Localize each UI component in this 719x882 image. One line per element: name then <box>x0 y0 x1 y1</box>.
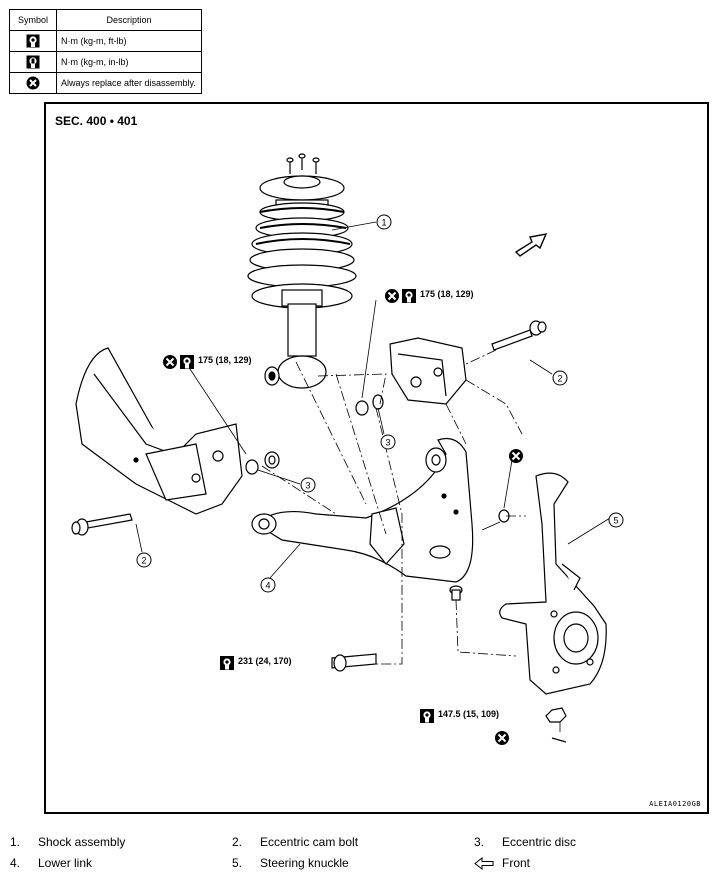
part-name: Lower link <box>38 856 93 870</box>
legend-row: N·m (kg-m, in-lb) <box>9 51 202 73</box>
legend-header-description: Description <box>56 9 202 31</box>
callout-5: 5 <box>608 512 624 528</box>
replace-x-icon <box>162 354 178 370</box>
bracket-right <box>389 337 467 405</box>
torque-wrench-icon <box>26 34 40 48</box>
part-name: Steering knuckle <box>260 856 349 870</box>
legend-row: N·m (kg-m, ft-lb) <box>9 30 202 52</box>
part-number: 3. <box>474 835 485 849</box>
ball-joint-nut <box>545 707 567 743</box>
part-number: 5. <box>232 856 243 870</box>
legend-header-symbol: Symbol <box>9 9 57 31</box>
part-name: Shock assembly <box>38 835 126 849</box>
section-label: SEC. 400 • 401 <box>55 114 138 128</box>
part-number: 1. <box>10 835 21 849</box>
symbol-legend-table: Symbol Description N·m (kg-m, ft-lb) N·m… <box>9 9 202 94</box>
replace-x-icon <box>26 76 40 90</box>
callout-3-left: 3 <box>300 477 316 493</box>
callout-3-right: 3 <box>380 434 396 450</box>
replace-x-icon <box>384 288 400 304</box>
replace-x-icon <box>508 448 524 464</box>
legend-description: N·m (kg-m, ft-lb) <box>56 30 202 52</box>
torque-label: 175 (18, 129) <box>420 289 474 299</box>
part-name: Front <box>502 856 531 870</box>
exploded-diagram-frame: SEC. 400 • 401 <box>44 102 709 814</box>
part-number: 2. <box>232 835 243 849</box>
part-number: 4. <box>10 856 21 870</box>
subframe-bracket <box>75 347 243 515</box>
torque-wrench-icon <box>180 355 194 369</box>
callout-3-right-text: 3 <box>385 438 390 448</box>
figure-code: ALEIA0120GB <box>649 800 701 808</box>
torque-label: 231 (24, 170) <box>238 656 292 666</box>
callout-4-text: 4 <box>265 581 270 591</box>
callout-4: 4 <box>260 577 276 593</box>
callout-2-left-text: 2 <box>141 556 146 566</box>
torque-label: 175 (18, 129) <box>198 355 252 365</box>
torque-wrench-icon <box>220 656 234 670</box>
callout-2-right: 2 <box>552 370 568 386</box>
part-name: Eccentric disc <box>502 835 577 849</box>
legend-description: N·m (kg-m, in-lb) <box>56 51 202 73</box>
callout-5-text: 5 <box>613 516 618 526</box>
torque-wrench-small-icon <box>26 55 40 69</box>
front-direction-arrow-icon <box>514 233 548 257</box>
callout-2-right-text: 2 <box>557 374 562 384</box>
torque-label: 147.5 (15, 109) <box>438 709 500 719</box>
eccentric-disc-right <box>355 394 384 416</box>
eccentric-cam-bolt-left <box>71 513 133 536</box>
legend-description: Always replace after disassembly. <box>56 72 202 94</box>
eccentric-cam-bolt-right <box>491 320 547 351</box>
part-name: Eccentric cam bolt <box>260 835 359 849</box>
front-arrow-icon <box>474 856 494 871</box>
callout-3-left-text: 3 <box>305 481 310 491</box>
steering-knuckle <box>499 472 607 695</box>
torque-wrench-icon <box>420 709 434 723</box>
callout-1-text: 1 <box>381 218 386 228</box>
legend-row: Always replace after disassembly. <box>9 72 202 94</box>
lower-link-bolt <box>331 653 377 672</box>
legend-header-row: Symbol Description <box>9 9 202 31</box>
alignment-lines <box>261 349 561 734</box>
shock-assembly <box>247 153 357 389</box>
callout-2-left: 2 <box>136 552 152 568</box>
callout-1: 1 <box>376 214 392 230</box>
torque-wrench-icon <box>402 289 416 303</box>
lower-link <box>251 437 474 601</box>
leader-lines <box>135 221 611 579</box>
replace-x-icon <box>494 730 510 746</box>
eccentric-disc-left <box>245 451 280 475</box>
suspension-exploded-view: 1 2 2 3 3 4 5 <box>71 153 624 746</box>
